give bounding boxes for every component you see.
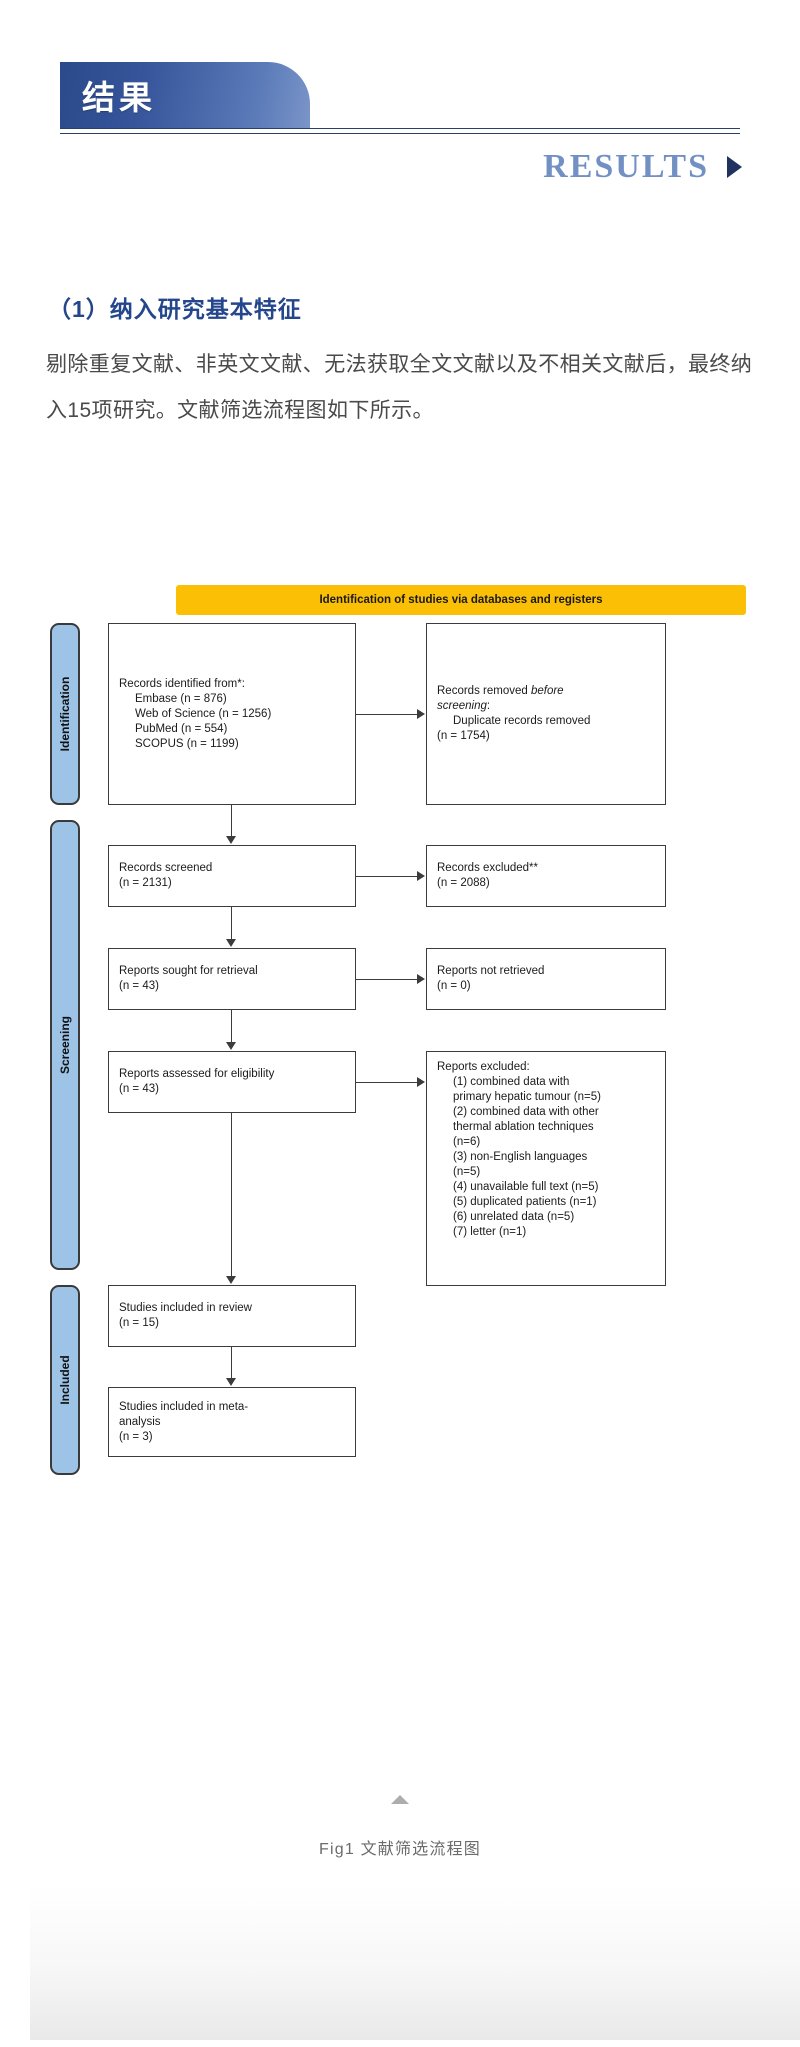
node-count: (n = 43) xyxy=(119,1083,159,1095)
stage-rail-included: Included xyxy=(50,1285,80,1475)
node-title-cont: analysis xyxy=(119,1415,161,1428)
node-title-line2: screening: xyxy=(437,699,655,714)
node-item: (5) duplicated patients (n=1) xyxy=(453,1196,597,1208)
node-item: (2) combined data with other xyxy=(453,1106,599,1118)
triangle-right-icon xyxy=(727,156,742,178)
node-title: Records identified from*: xyxy=(119,677,245,690)
node-title-emphasis: before xyxy=(530,685,564,697)
node-item: (1) combined data with xyxy=(453,1076,570,1088)
node-count: (n = 1754) xyxy=(437,730,490,742)
arrow-down-icon xyxy=(226,939,236,947)
results-title-row: RESULTS xyxy=(0,148,800,186)
connector-sought-to-assessed xyxy=(231,1010,233,1043)
node-reports-sought: Reports sought for retrieval (n = 43) xyxy=(108,948,356,1010)
node-title-emphasis2: screening xyxy=(437,700,487,712)
node-item: SCOPUS (n = 1199) xyxy=(135,737,239,750)
arrow-down-icon xyxy=(226,1276,236,1284)
node-reports-excluded: Reports excluded: (1) combined data with… xyxy=(426,1051,666,1286)
figure-caption: Fig1 文献筛选流程图 xyxy=(319,1841,481,1858)
node-records-screened: Records screened (n = 2131) xyxy=(108,845,356,907)
node-title: Reports excluded: xyxy=(437,1061,530,1073)
subsection-heading: （1）纳入研究基本特征 xyxy=(48,296,302,322)
node-count: (n = 15) xyxy=(119,1317,159,1329)
arrow-down-icon xyxy=(226,836,236,844)
arrow-down-icon xyxy=(226,1378,236,1386)
triangle-up-icon[interactable] xyxy=(391,1795,409,1804)
node-item-cont: thermal ablation techniques xyxy=(453,1121,594,1133)
node-item: Duplicate records removed xyxy=(453,715,591,727)
header-divider-bottom xyxy=(60,133,740,134)
node-title-text: Records removed xyxy=(437,685,531,697)
connector-inreview-to-inmeta xyxy=(231,1347,233,1379)
node-title-colon: : xyxy=(486,700,491,712)
page-header: 结果 RESULTS xyxy=(0,0,800,210)
node-item: (7) letter (n=1) xyxy=(453,1226,527,1238)
stage-label-included: Included xyxy=(58,1355,72,1405)
stage-label-screening: Screening xyxy=(58,1015,72,1075)
node-item: Web of Science (n = 1256) xyxy=(135,707,272,720)
prisma-flow-diagram: Identification of studies via databases … xyxy=(48,585,752,1675)
header-divider-top xyxy=(60,128,740,129)
flow-banner: Identification of studies via databases … xyxy=(176,585,746,615)
connector-sought-to-notretrieved xyxy=(356,979,418,981)
node-count: (n = 2088) xyxy=(437,877,490,889)
connector-assessed-to-repexcluded xyxy=(356,1082,418,1084)
bottom-gradient-band xyxy=(30,1885,800,2040)
stage-rail-screening: Screening xyxy=(50,820,80,1270)
body-paragraph: 剔除重复文献、非英文文献、无法获取全文文献以及不相关文献后，最终纳入15项研究。… xyxy=(46,353,753,422)
node-records-identified: Records identified from*: Embase (n = 87… xyxy=(108,623,356,805)
connector-screened-to-excluded xyxy=(356,876,418,878)
stage-rail-identification: Identification xyxy=(50,623,80,805)
arrow-right-icon xyxy=(417,871,425,881)
node-item: Embase (n = 876) xyxy=(135,692,227,705)
node-item: (3) non-English languages xyxy=(453,1151,588,1163)
node-studies-in-meta: Studies included in meta- analysis (n = … xyxy=(108,1387,356,1457)
node-title: Reports sought for retrieval xyxy=(119,965,258,977)
node-item: (6) unrelated data (n=5) xyxy=(453,1211,575,1223)
arrow-right-icon xyxy=(417,1077,425,1087)
node-reports-not-retrieved: Reports not retrieved (n = 0) xyxy=(426,948,666,1010)
node-reports-assessed: Reports assessed for eligibility (n = 43… xyxy=(108,1051,356,1113)
node-count: (n = 2131) xyxy=(119,877,172,889)
arrow-right-icon xyxy=(417,709,425,719)
node-studies-in-review: Studies included in review (n = 15) xyxy=(108,1285,356,1347)
node-item-cont: (n=5) xyxy=(453,1166,481,1178)
arrow-down-icon xyxy=(226,1042,236,1050)
node-title: Records screened xyxy=(119,862,213,874)
node-title: Reports assessed for eligibility xyxy=(119,1068,275,1080)
node-records-removed: Records removed before screening: Duplic… xyxy=(426,623,666,805)
node-count: (n = 0) xyxy=(437,980,471,992)
node-title: Records removed before xyxy=(437,684,655,699)
node-count: (n = 43) xyxy=(119,980,159,992)
node-count: (n = 3) xyxy=(119,1430,153,1443)
node-title: Reports not retrieved xyxy=(437,965,545,977)
results-title: RESULTS xyxy=(543,148,709,185)
node-item: PubMed (n = 554) xyxy=(135,722,228,735)
arrow-right-icon xyxy=(417,974,425,984)
node-title: Studies included in meta- xyxy=(119,1400,249,1413)
stage-label-identification: Identification xyxy=(58,676,72,752)
section-banner-label: 结果 xyxy=(82,81,156,117)
connector-identified-to-screened xyxy=(231,805,233,837)
node-item: (4) unavailable full text (n=5) xyxy=(453,1181,599,1193)
node-records-excluded: Records excluded** (n = 2088) xyxy=(426,845,666,907)
connector-identified-to-removed xyxy=(356,714,418,716)
node-item-cont: (n=6) xyxy=(453,1136,481,1148)
connector-screened-to-sought xyxy=(231,907,233,940)
section-banner: 结果 xyxy=(60,62,310,128)
node-title: Studies included in review xyxy=(119,1302,252,1314)
connector-assessed-to-inreview xyxy=(231,1113,233,1277)
node-item-cont: primary hepatic tumour (n=5) xyxy=(453,1091,601,1103)
node-title: Records excluded** xyxy=(437,862,539,874)
